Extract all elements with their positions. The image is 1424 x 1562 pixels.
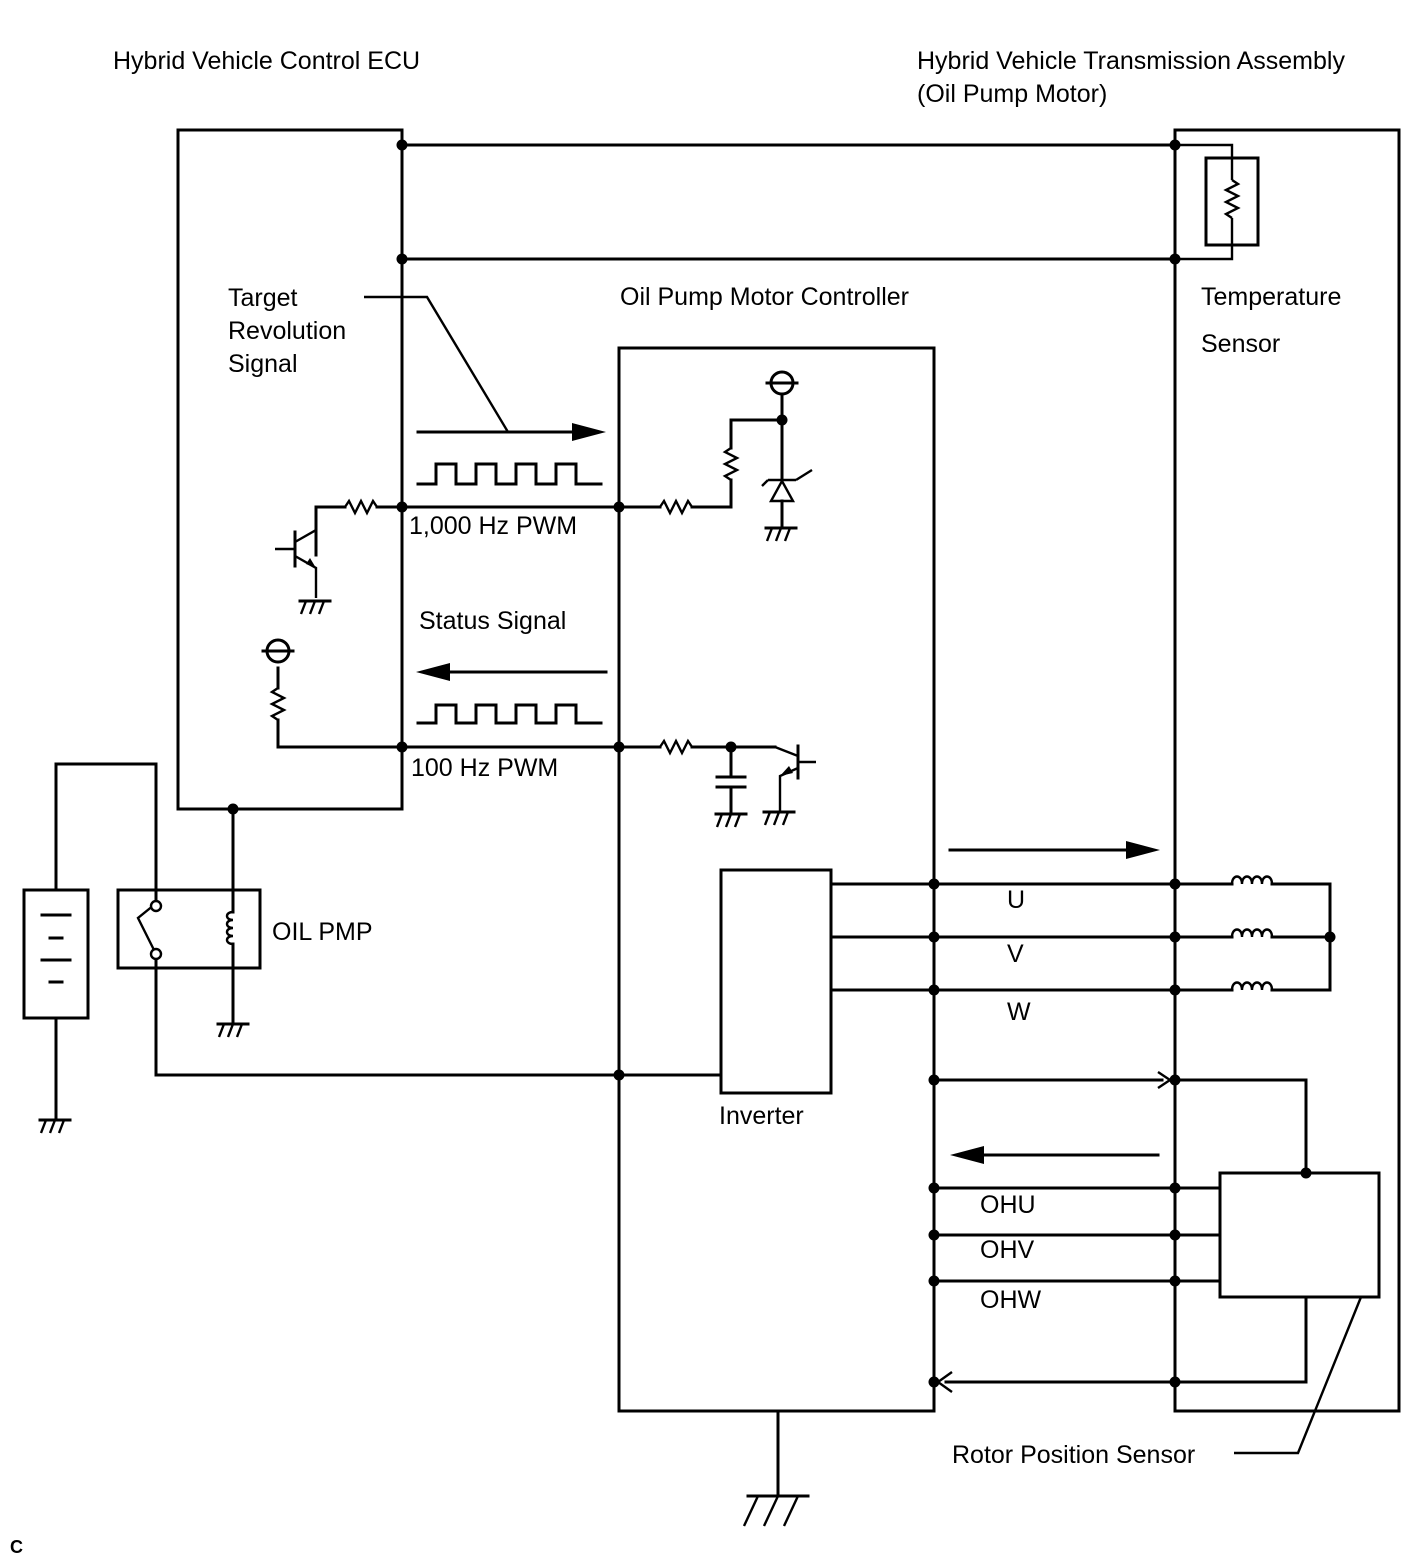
phase-w-label: W	[1007, 998, 1031, 1026]
corner-mark: C	[10, 1537, 23, 1557]
status-signal-label: Status Signal	[419, 607, 566, 635]
pwm-1000-label: 1,000 Hz PWM	[409, 512, 577, 540]
transmission-label: Hybrid Vehicle Transmission Assembly	[917, 47, 1345, 75]
phase-v-label: V	[1007, 940, 1024, 968]
ground-icon	[742, 1494, 810, 1527]
controller-label: Oil Pump Motor Controller	[620, 283, 909, 311]
target-signal-label-1: Target	[228, 284, 298, 312]
temperature-sensor-circuit	[400, 143, 1241, 261]
rotor-sensor-lines	[932, 1071, 1363, 1455]
oil-pmp-relay-block	[116, 888, 262, 970]
power-supply-icon	[765, 370, 799, 396]
relay-contact	[149, 899, 163, 913]
power-supply-icon	[261, 638, 295, 664]
relay-contact	[149, 947, 163, 961]
ground-icon	[216, 1022, 250, 1038]
junction-dots	[227, 139, 1336, 1388]
rotor-position-sensor-block	[1218, 1171, 1381, 1299]
pwm-100-label: 100 Hz PWM	[411, 754, 558, 782]
ground-icon	[764, 526, 798, 542]
oil-pmp-label: OIL PMP	[272, 918, 373, 946]
ecu-block	[176, 128, 404, 811]
temperature-label-2: Sensor	[1201, 330, 1280, 358]
inverter-block	[719, 868, 833, 1095]
transmission-sublabel: (Oil Pump Motor)	[917, 80, 1107, 108]
inverter-label: Inverter	[719, 1102, 804, 1130]
ohu-label: OHU	[980, 1191, 1036, 1219]
ground-icon	[298, 599, 332, 615]
status-signal-line	[269, 663, 816, 816]
phase-u-label: U	[1007, 886, 1025, 914]
ground-icon	[714, 812, 748, 828]
ground-icon	[762, 810, 796, 826]
ohv-label: OHV	[980, 1236, 1035, 1264]
ground-icon	[38, 1118, 72, 1134]
temperature-label-1: Temperature	[1201, 283, 1341, 311]
power-relay-circuit	[40, 762, 723, 1122]
rotor-position-sensor-label: Rotor Position Sensor	[952, 1441, 1195, 1469]
transmission-block	[1173, 128, 1401, 1413]
target-signal-label-2: Revolution	[228, 317, 346, 345]
target-revolution-line	[275, 295, 813, 598]
ohw-label: OHW	[980, 1286, 1042, 1314]
ecu-label: Hybrid Vehicle Control ECU	[113, 47, 420, 75]
target-signal-label-3: Signal	[228, 350, 298, 378]
motor-phase-lines	[829, 841, 1332, 992]
battery-block	[22, 888, 90, 1020]
